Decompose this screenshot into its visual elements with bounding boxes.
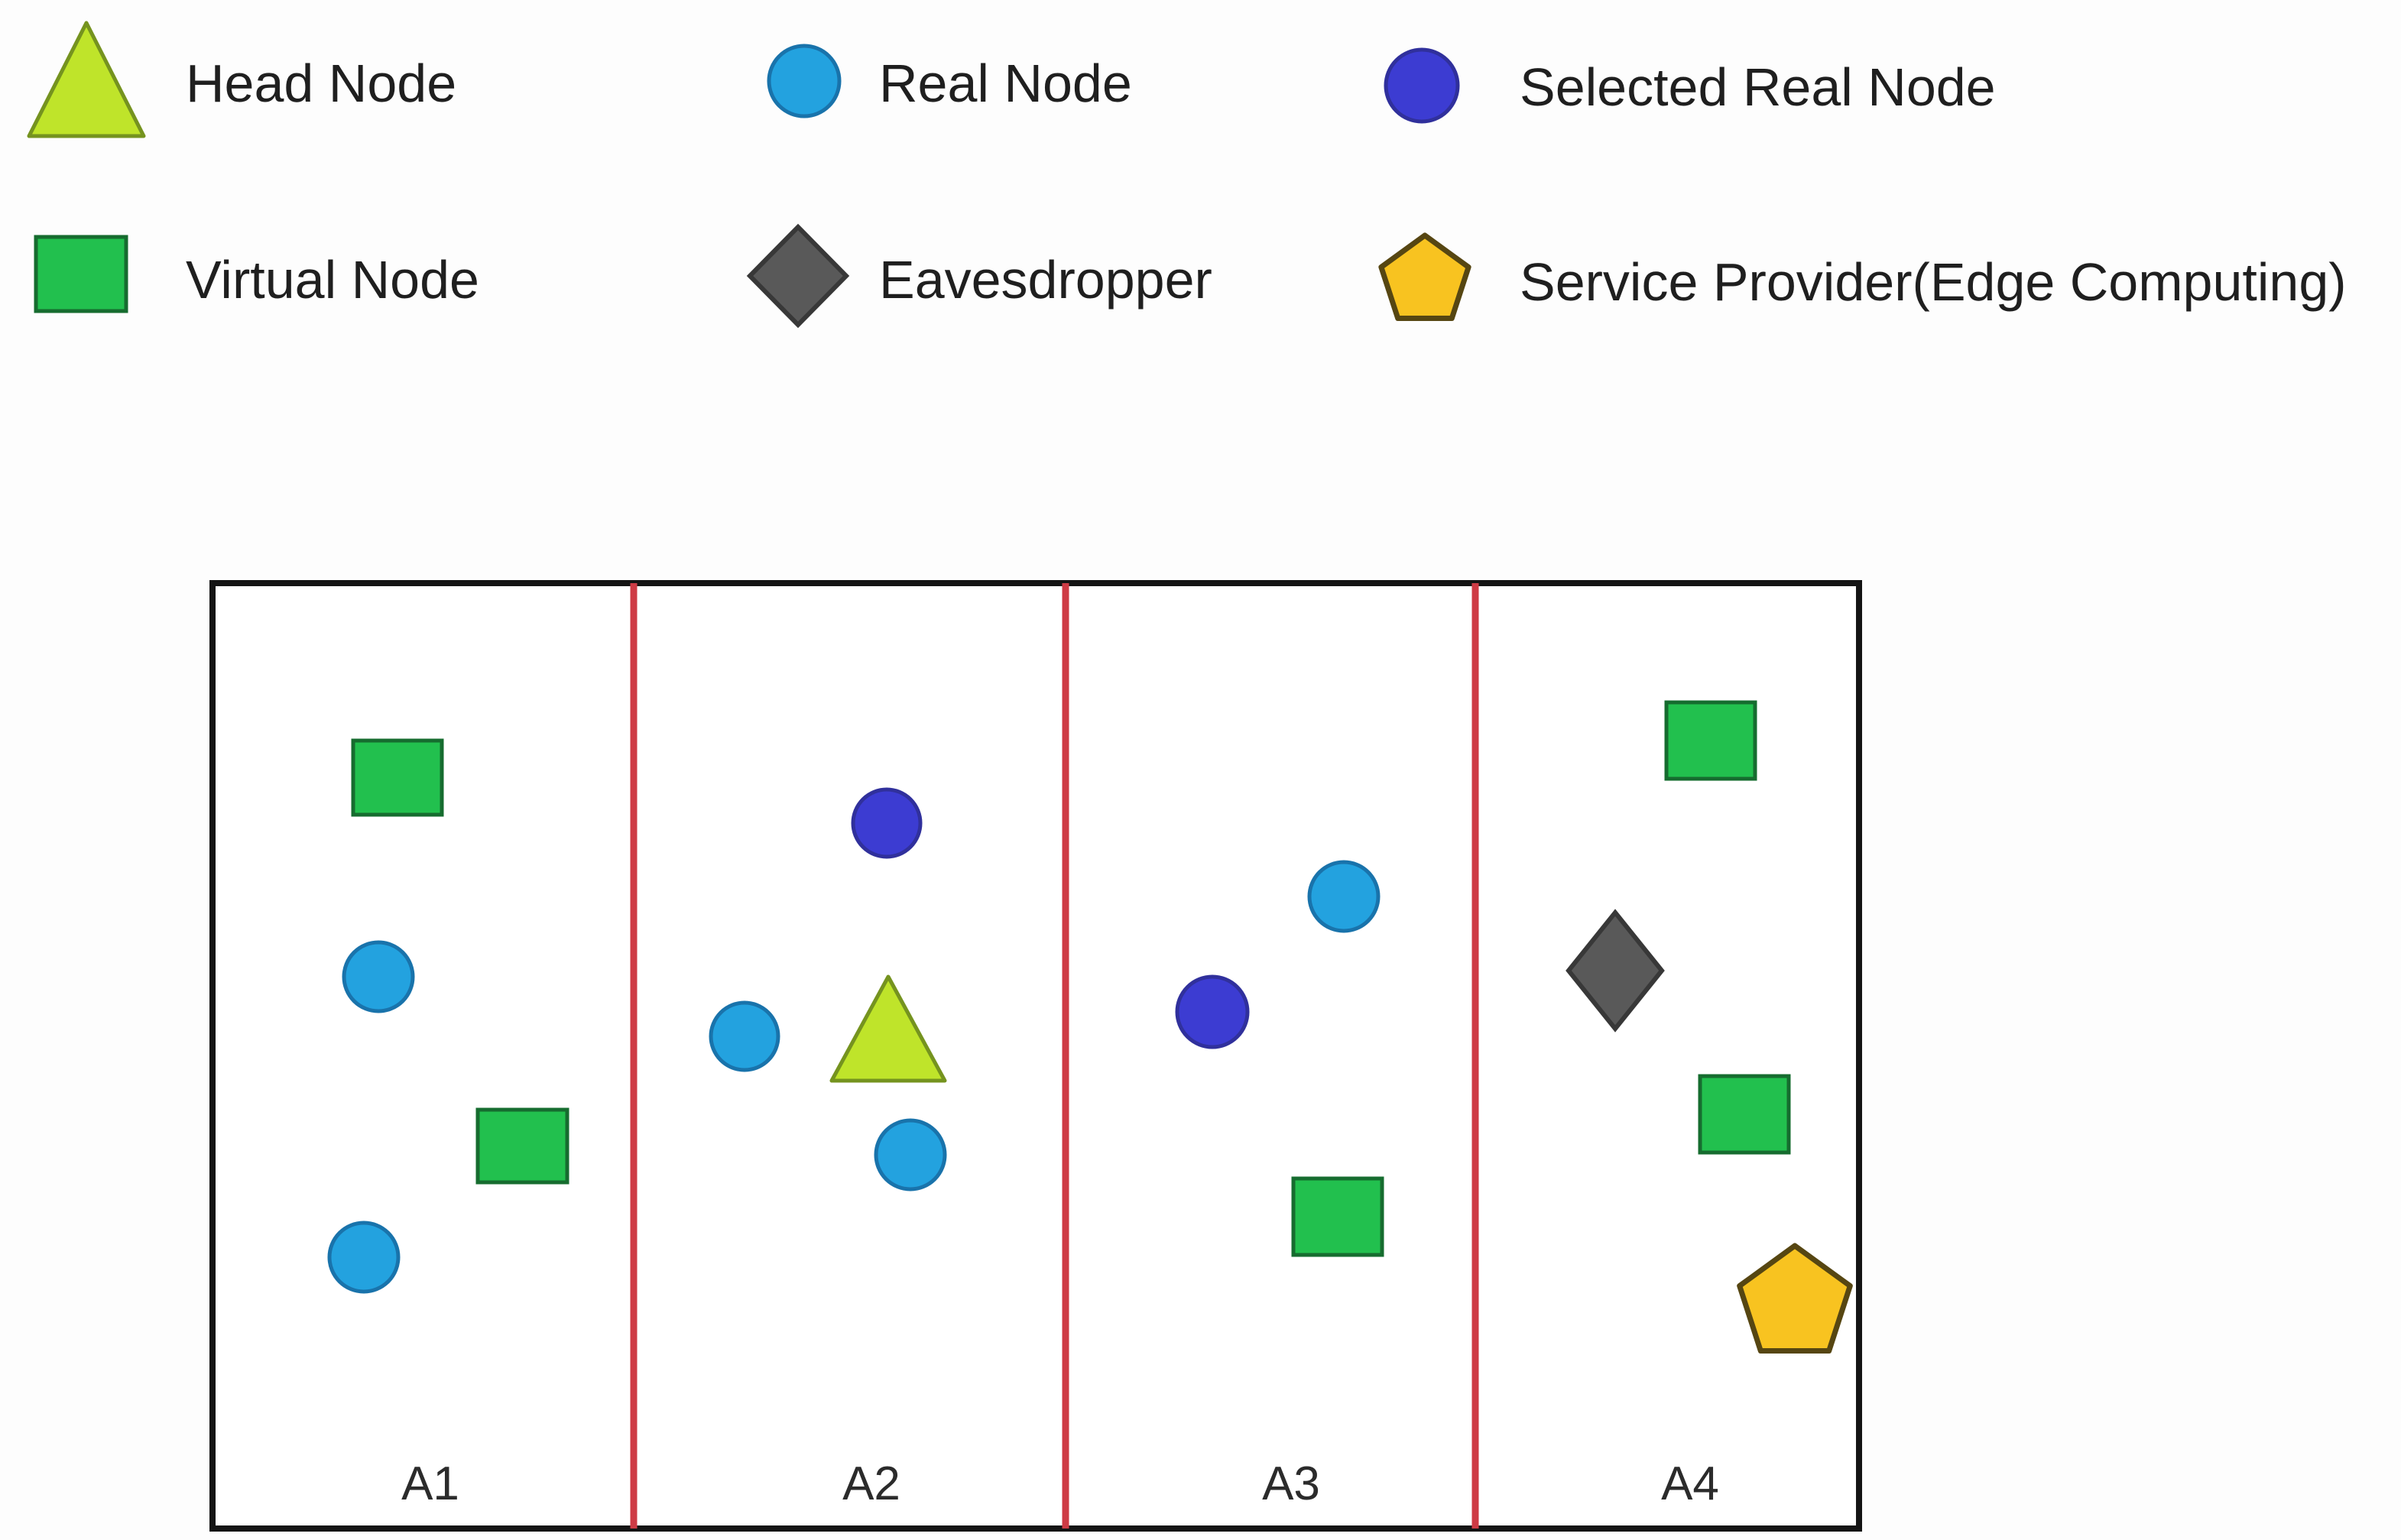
section-label-a2: A2 <box>842 1457 900 1510</box>
virtual-node <box>1291 1176 1384 1257</box>
selected-real-node <box>851 787 923 859</box>
service-provider-node-icon <box>1378 232 1471 321</box>
head-node <box>829 974 947 1083</box>
service-provider-node <box>1737 1243 1853 1354</box>
eavesdropper-node <box>1566 909 1665 1033</box>
selected-real-node <box>1175 974 1250 1049</box>
virtual-node <box>475 1107 569 1185</box>
section-label-a1: A1 <box>401 1457 459 1510</box>
section-label-a4: A4 <box>1661 1457 1719 1510</box>
virtual-node <box>1698 1074 1791 1155</box>
real-node <box>874 1118 947 1191</box>
virtual-node <box>1664 700 1757 781</box>
real-node <box>1307 860 1381 933</box>
selected-real-node-icon <box>1384 47 1460 124</box>
section-label-a3: A3 <box>1262 1457 1320 1510</box>
virtual-node <box>351 738 444 817</box>
real-node <box>709 1000 780 1072</box>
real-node <box>342 940 415 1013</box>
eavesdropper-node-icon <box>746 223 850 329</box>
area-boundary-box <box>209 580 1862 1532</box>
virtual-node-icon <box>34 235 128 313</box>
legend-label-head-node: Head Node <box>186 53 456 113</box>
legend-label-service-provider-node: Service Provider(Edge Computing) <box>1520 252 2347 312</box>
legend-label-virtual-node: Virtual Node <box>186 250 479 310</box>
real-node-icon <box>767 44 842 118</box>
legend-label-real-node: Real Node <box>879 53 1132 113</box>
head-node-icon <box>27 21 146 138</box>
real-node <box>327 1221 401 1294</box>
legend-label-selected-real-node: Selected Real Node <box>1520 57 1996 117</box>
legend-label-eavesdropper-node: Eavesdropper <box>879 250 1212 310</box>
